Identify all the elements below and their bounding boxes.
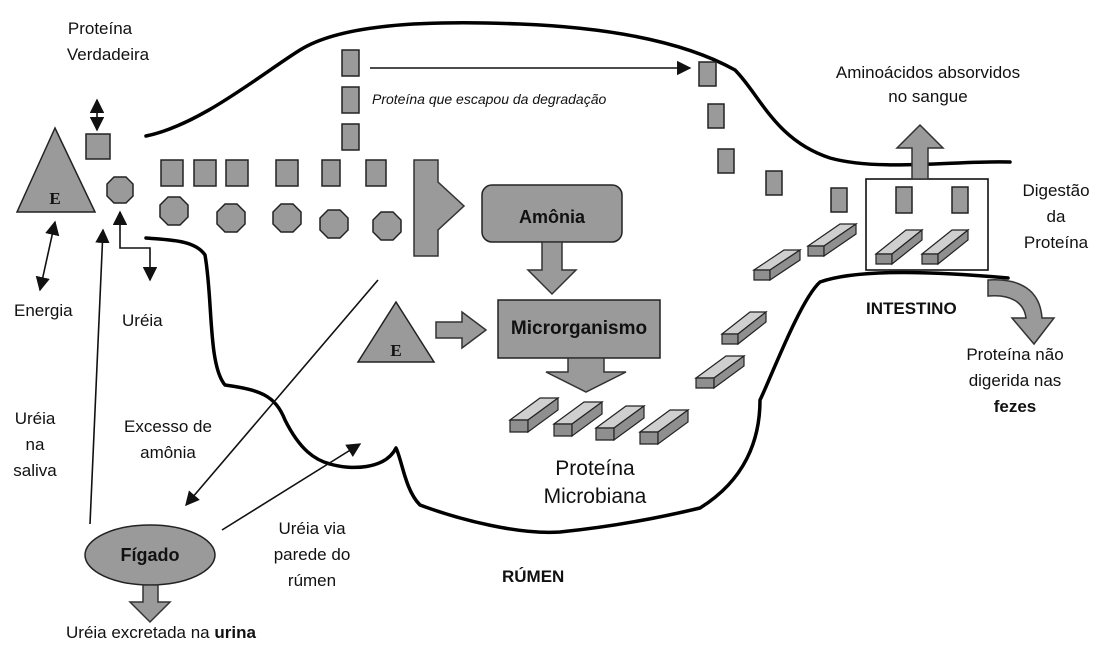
escape-protein-square [708, 104, 724, 128]
saliva-urea-arrow [90, 230, 103, 524]
protein-square [276, 160, 298, 186]
true-protein-label-line2: Verdadeira [54, 44, 162, 66]
microbial-protein-label-line1: Proteína [520, 456, 670, 482]
excess-ammonia-arrow [186, 280, 378, 505]
absorption-arrow [897, 125, 943, 179]
amino-acids-label-line2: no sangue [850, 86, 1006, 108]
octagon [273, 204, 301, 232]
digestion-square [896, 187, 912, 213]
octagon [160, 197, 188, 225]
microbial-protein-bar [808, 224, 856, 256]
escape-protein-square [342, 50, 359, 76]
excreted-urea-label: Uréia excretada na urina [66, 622, 256, 644]
microbial-protein-bar [722, 312, 766, 344]
urea-wall-label-line3: rúmen [258, 570, 366, 592]
urea-wall-label-line1: Uréia via [258, 518, 366, 540]
protein-square [194, 160, 216, 186]
undigested-label-line1: Proteína não [940, 344, 1090, 366]
undigested-label-line3: fezes [940, 396, 1090, 418]
excreted-urea-bold: urina [214, 623, 256, 642]
energy-label: Energia [14, 300, 73, 322]
microbial-protein-bar [510, 398, 558, 432]
energy-symbol-left: E [44, 188, 66, 210]
protein-square [322, 160, 340, 186]
octagon [217, 204, 245, 232]
urea-octagon [107, 177, 133, 203]
energy-symbol-rumen: E [385, 340, 407, 362]
urea-label: Uréia [122, 310, 163, 332]
escape-protein-square [342, 124, 359, 150]
octagon [320, 210, 348, 238]
saliva-urea-label-line3: saliva [2, 460, 68, 482]
escape-protein-square [718, 149, 734, 173]
saliva-urea-label-line1: Uréia [2, 408, 68, 430]
microbial-protein-label-line2: Microbiana [520, 484, 670, 510]
excess-ammonia-label-line2: amônia [108, 442, 228, 464]
microbial-protein-bar [554, 402, 602, 436]
true-protein-label-line1: Proteína [54, 18, 146, 40]
ammonia-label: Amônia [482, 206, 622, 228]
saliva-urea-label-line2: na [2, 434, 68, 456]
digestion-label-line2: da [1006, 206, 1106, 228]
liver-label: Fígado [85, 544, 215, 566]
microbial-protein-bar [754, 250, 800, 280]
protein-square [86, 134, 110, 159]
energy-right-arrow [436, 312, 486, 348]
rumen-label: RÚMEN [502, 566, 564, 588]
escape-protein-square [699, 62, 716, 86]
microbial-protein-bar [696, 356, 744, 388]
feces-arrow [988, 280, 1054, 344]
microbial-protein-bar [596, 406, 644, 440]
protein-square [161, 160, 183, 186]
amino-acids-label-line1: Aminoácidos absorvidos [810, 62, 1046, 84]
excreted-urea-prefix: Uréia excretada na [66, 623, 214, 642]
digestion-label-line3: Proteína [1006, 232, 1106, 254]
microbial-protein-bar [640, 410, 688, 444]
urea-wall-label-line2: parede do [258, 544, 366, 566]
degradation-arrow [414, 160, 464, 256]
microorganism-label: Microrganismo [498, 318, 660, 340]
undigested-label-line2: digerida nas [940, 370, 1090, 392]
escape-protein-square [831, 188, 847, 212]
intestine-label: INTESTINO [866, 298, 957, 320]
energy-arrow [40, 222, 55, 290]
ammonia-down-arrow [528, 242, 576, 294]
protein-square [226, 160, 248, 186]
digestion-label-line1: Digestão [1006, 180, 1106, 202]
excretion-arrow [130, 585, 170, 622]
digestion-square [952, 187, 968, 213]
escape-protein-square [342, 87, 359, 113]
excess-ammonia-label-line1: Excesso de [108, 416, 228, 438]
microorganism-down-arrow [546, 358, 626, 392]
octagon [373, 212, 401, 240]
escaped-protein-label: Proteína que escapou da degradação [372, 88, 606, 110]
protein-square [366, 160, 386, 186]
escape-protein-square [766, 171, 782, 195]
urea-out-arrow [120, 212, 150, 280]
